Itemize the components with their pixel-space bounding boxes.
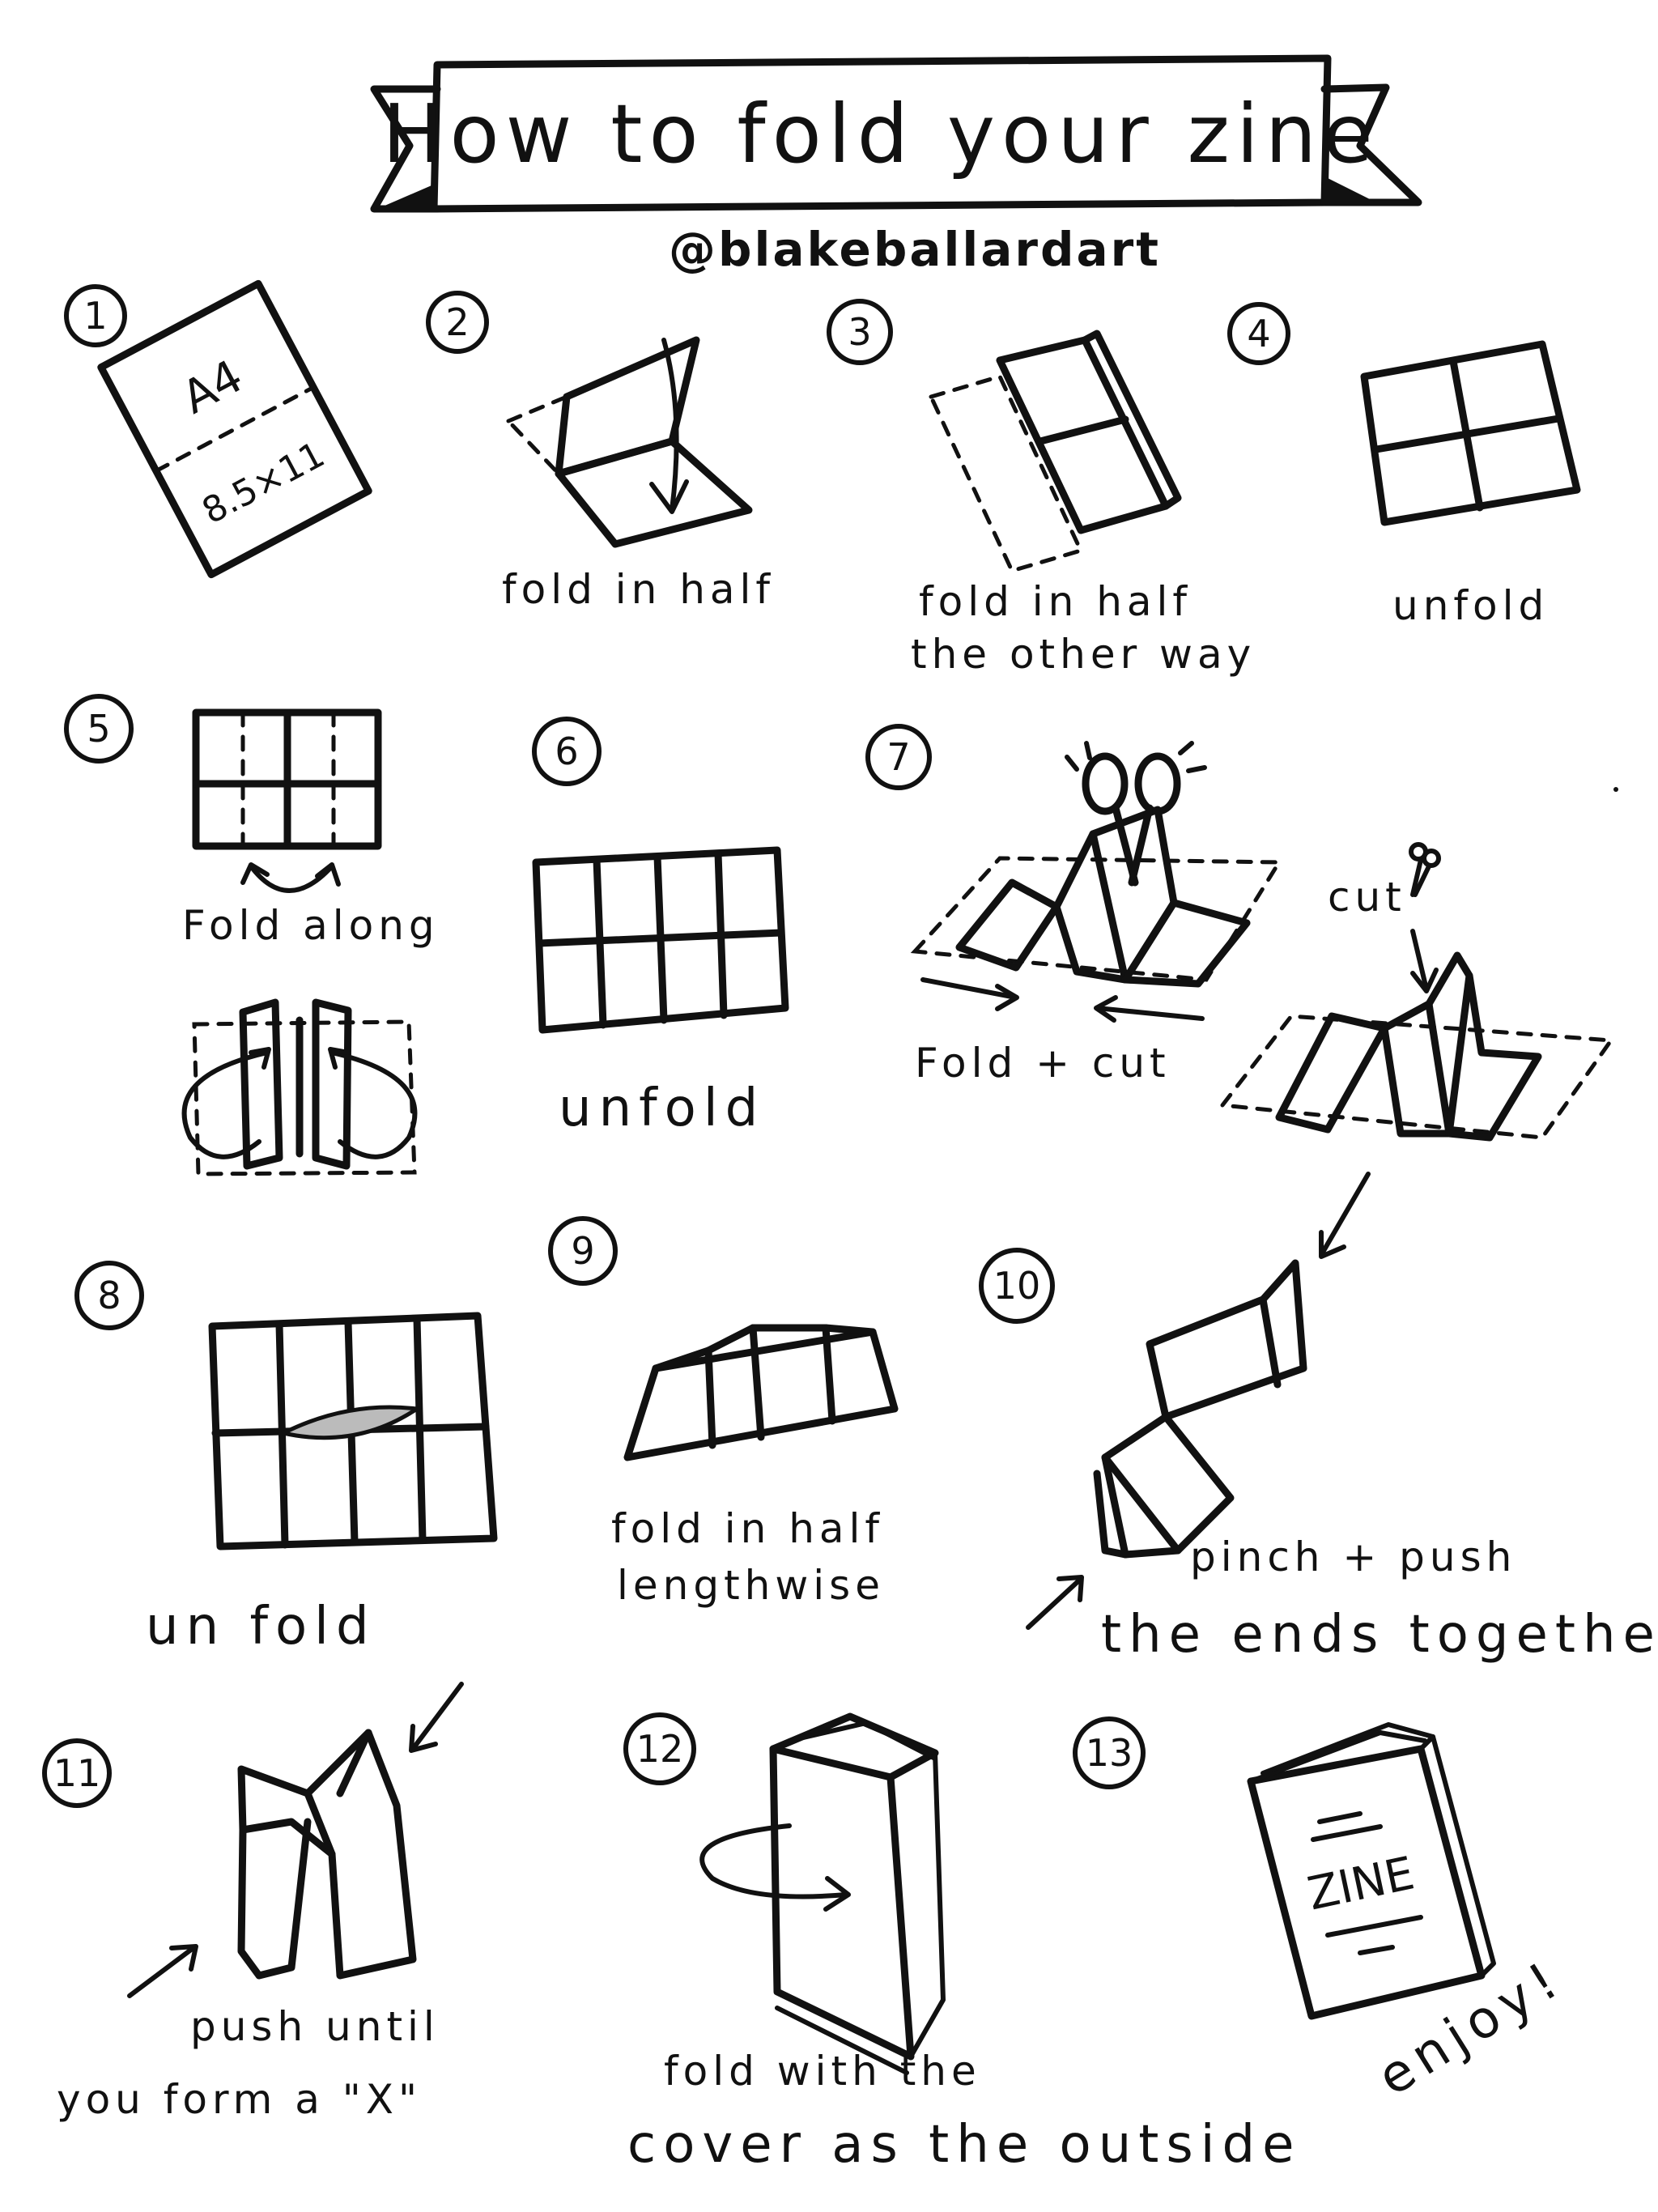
arrow-icon — [1095, 1006, 1205, 1021]
step-6-number: 6 — [555, 730, 578, 773]
artist-handle: @blakeballardart — [669, 222, 1161, 277]
step-9-caption-line1: fold in half — [611, 1505, 884, 1552]
step-11-number: 11 — [53, 1751, 101, 1795]
step-10: 10 pinch + push the ends together — [979, 1248, 1658, 1665]
step-1-number: 1 — [83, 294, 107, 338]
step-13-caption: enjoy! — [1367, 1948, 1574, 2108]
step-12-caption-line1: fold with the — [664, 2048, 981, 2095]
step-5: 5 Fold along — [64, 694, 440, 1176]
step-8: 8 un fold — [74, 1261, 498, 1657]
step-2-caption: fold in half — [502, 566, 775, 613]
step-13: 13 ZINE enjoy! — [1073, 1716, 1574, 2108]
step-4-caption: unfold — [1392, 582, 1549, 629]
step-8-caption: un fold — [146, 1597, 376, 1657]
step-2-number: 2 — [445, 300, 469, 344]
step-10-number: 10 — [993, 1264, 1041, 1308]
arrow-icon — [410, 1682, 464, 1751]
step-10-caption-line1: pinch + push — [1190, 1534, 1516, 1580]
step-6-caption: unfold — [559, 1078, 765, 1138]
arrow-icon — [920, 977, 1018, 1000]
step-3-caption-line1: fold in half — [919, 578, 1192, 625]
step-12: 12 fold with the cover as the outside — [623, 1712, 1301, 2175]
arrow-icon — [1319, 1172, 1371, 1257]
zine-cover-title: ZINE — [1303, 1847, 1419, 1921]
step-10-caption-line2: the ends together — [1101, 1605, 1658, 1665]
arrow-icon — [699, 1823, 848, 1899]
arrow-icon — [661, 338, 679, 513]
scissors-icon — [1065, 741, 1207, 887]
step-7-number: 7 — [886, 735, 910, 779]
step-11: 11 push until you form a "X" — [42, 1729, 440, 2123]
step-5-caption: Fold along — [182, 902, 440, 949]
step-11-caption-line2: you form a "X" — [57, 2076, 422, 2123]
step-5-number: 5 — [87, 707, 110, 751]
step-9-caption-line2: lengthwise — [617, 1562, 885, 1609]
page-title: How to fold your zine — [382, 87, 1379, 181]
step-6: 6 unfold — [532, 717, 789, 1138]
title-banner: How to fold your zine — [370, 54, 1422, 213]
step-7: 7 Fold + cut cut — [865, 724, 1615, 1142]
step-11-caption-line1: push until — [190, 2003, 440, 2050]
paper-sheet: A4 8.5×11 — [97, 279, 372, 579]
step-3-caption-line2: the other way — [911, 631, 1256, 678]
step-4: 4 unfold — [1227, 302, 1581, 629]
step-8-number: 8 — [97, 1274, 121, 1317]
step-13-number: 13 — [1086, 1731, 1133, 1775]
step-9-number: 9 — [571, 1229, 594, 1273]
step-9: 9 fold in half lengthwise — [548, 1216, 899, 1609]
step-7-caption: Fold + cut — [915, 1040, 1171, 1087]
step-3: 3 fold in half the other way — [827, 299, 1256, 678]
arrow-icon — [1410, 929, 1429, 992]
step-2: 2 fold in half — [426, 291, 775, 613]
arrow-icon — [127, 1945, 197, 1998]
ink-dot — [1613, 787, 1618, 792]
step-7-cut-label: cut — [1328, 874, 1406, 921]
arrow-icon — [249, 864, 334, 893]
step-1: 1 A4 8.5×11 — [64, 279, 372, 579]
step-4-number: 4 — [1247, 312, 1270, 355]
step-12-number: 12 — [636, 1727, 684, 1771]
paper-size-a4: A4 — [174, 350, 252, 424]
arrow-icon — [1026, 1576, 1083, 1630]
step-3-number: 3 — [848, 310, 871, 354]
step-12-caption-line2: cover as the outside — [627, 2115, 1301, 2175]
scissors-icon — [1409, 842, 1441, 897]
